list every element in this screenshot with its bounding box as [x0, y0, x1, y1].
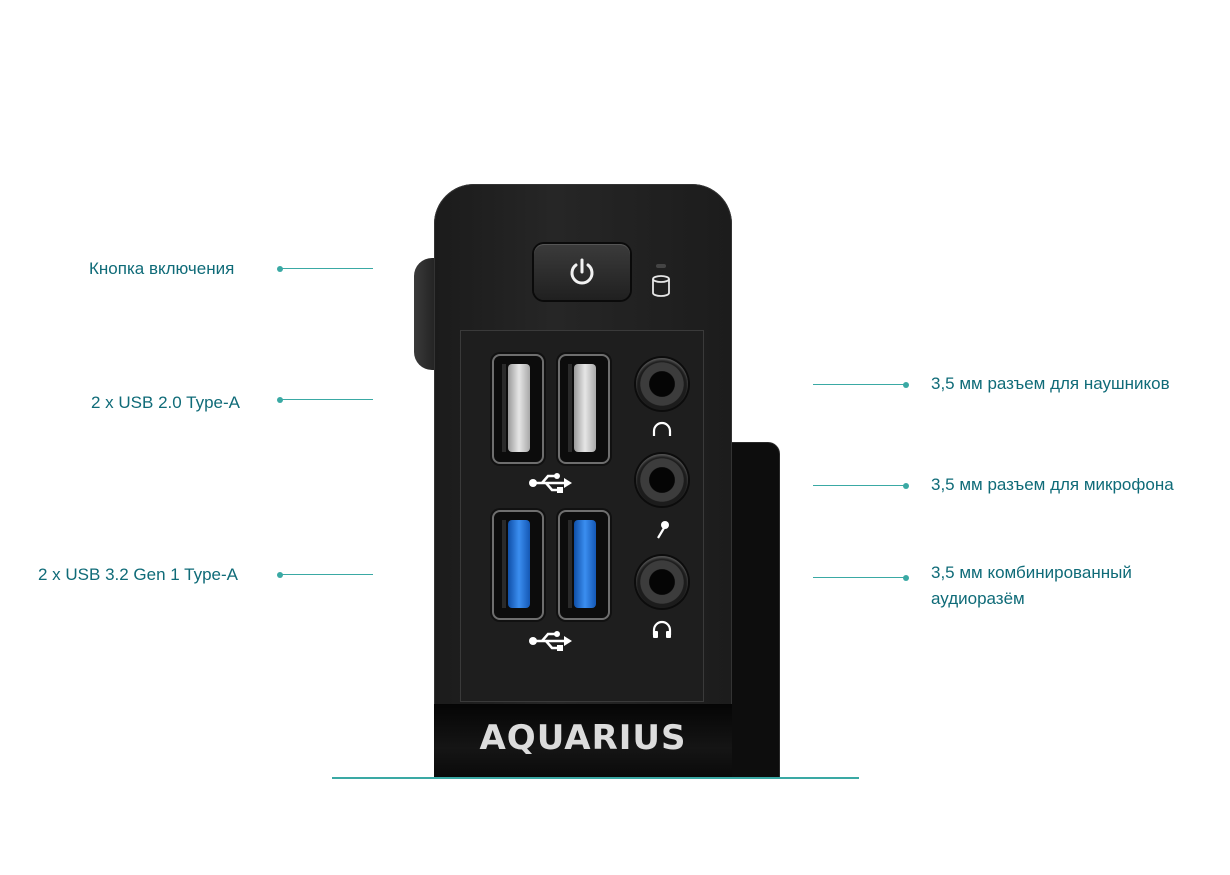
device-front-panel: AQUARIUS [434, 184, 732, 778]
hdd-led [656, 264, 666, 268]
callout-mic-jack: 3,5 мм разъем для микрофона [931, 475, 1174, 494]
callout-headphone-jack: 3,5 мм разъем для наушников [931, 374, 1170, 393]
callout-dot [903, 382, 909, 388]
hdd-icon [652, 275, 670, 297]
microphone-jack [636, 454, 688, 506]
usb20-port [492, 354, 544, 464]
callout-leader [280, 574, 373, 575]
combo-audio-jack [636, 556, 688, 608]
usb-icon [529, 473, 572, 493]
callout-leader [813, 384, 906, 385]
callout-dot [277, 266, 283, 272]
callout-usb20: 2 x USB 2.0 Type-A [91, 393, 240, 412]
callout-dot [277, 572, 283, 578]
callout-leader [813, 577, 906, 578]
power-button [534, 244, 630, 300]
callout-leader [280, 399, 373, 400]
callout-power-button: Кнопка включения [89, 259, 235, 278]
callout-combo-jack-line2: аудиоразём [931, 589, 1025, 608]
io-panel [460, 330, 704, 702]
headphone-icon [652, 421, 672, 436]
headphone-jack [636, 358, 688, 410]
usb-icon [529, 631, 572, 651]
callout-leader [813, 485, 906, 486]
usb32-port [558, 510, 610, 620]
usb32-port [492, 510, 544, 620]
usb20-port [558, 354, 610, 464]
callout-dot [277, 397, 283, 403]
brand-logo: AQUARIUS [479, 718, 687, 758]
power-icon [570, 258, 594, 285]
callout-leader [280, 268, 373, 269]
baseline [332, 777, 859, 779]
brand-band [434, 704, 732, 778]
callout-combo-jack-line1: 3,5 мм комбинированный [931, 563, 1132, 582]
callout-usb32: 2 x USB 3.2 Gen 1 Type-A [38, 565, 239, 584]
microphone-icon [657, 521, 669, 539]
callout-dot [903, 575, 909, 581]
callout-dot [903, 483, 909, 489]
headset-icon [652, 620, 672, 638]
